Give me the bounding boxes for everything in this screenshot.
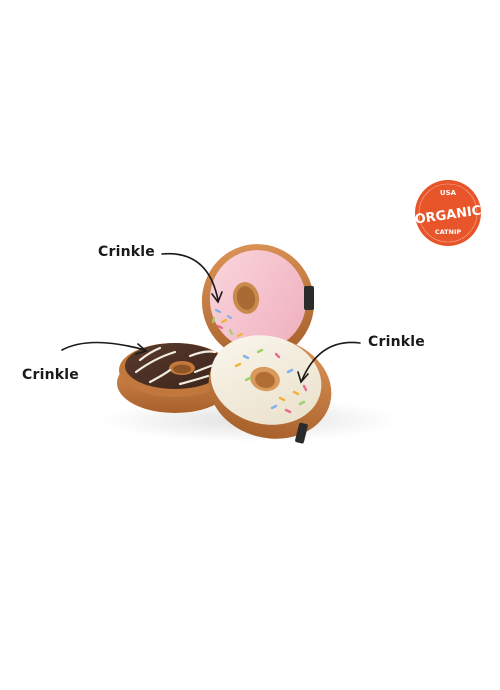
arrow-right	[301, 341, 361, 381]
chocolate-donut	[117, 343, 233, 413]
vanilla-tag	[295, 422, 308, 444]
badge-top-text: USA	[440, 189, 457, 197]
vanilla-donut	[208, 335, 332, 444]
crinkle-label-right: Crinkle	[368, 334, 425, 350]
arrow-left	[61, 341, 146, 351]
pink-tag	[304, 286, 314, 310]
arrow-top	[161, 252, 219, 301]
crinkle-label-top: Crinkle	[98, 244, 155, 260]
badge-bottom-text: CATNIP	[435, 228, 462, 236]
crinkle-label-left: Crinkle	[22, 367, 79, 383]
pink-donut	[201, 244, 315, 360]
organic-catnip-badge: USA ORGANIC CATNIP	[414, 180, 482, 246]
